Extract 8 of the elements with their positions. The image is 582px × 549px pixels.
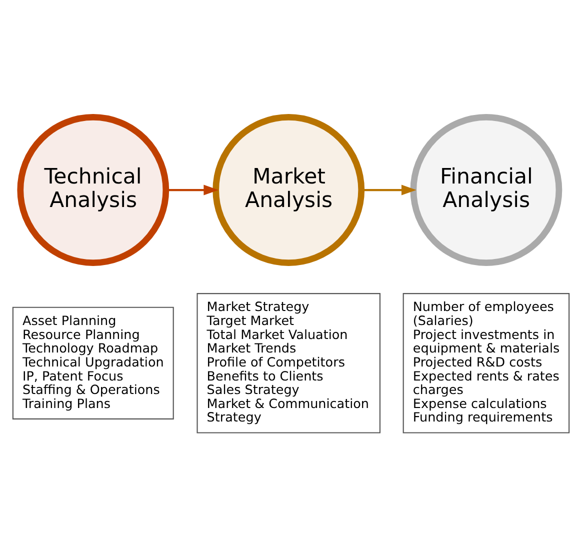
arrow [362,184,416,195]
node-circle: Technical Analysis [17,114,170,266]
node-box: Number of employees (Salaries) Project investments in equipment & materials Projected R&D costs Expected rents & rates charges Expense calculations Funding requirements [402,292,570,433]
arrow [166,184,219,195]
node-circle: Financial Analysis [410,114,562,266]
node-box: Asset Planning Resource Planning Technology Roadmap Technical Upgradation IP, Patent Focus Staffing & Operations Training Plans [12,306,174,419]
node-box: Market Strategy Target Market Total Market Valuation Market Trends Profile of Competitors Benefits to Clients Sales Strategy Market & Communication Strategy [196,292,380,433]
node-circle: Market Analysis [212,114,365,266]
